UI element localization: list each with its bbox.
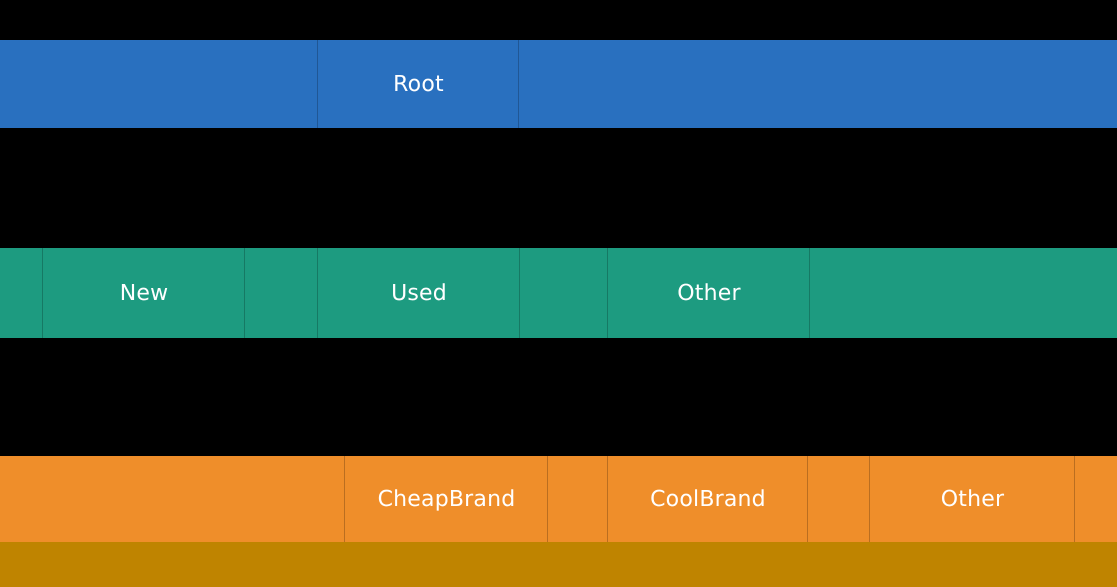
icicle-node-category-6[interactable] xyxy=(810,248,1117,338)
icicle-node-label: CheapBrand xyxy=(377,486,516,512)
icicle-node-label: Other xyxy=(940,486,1005,512)
icicle-node-other[interactable]: Other xyxy=(870,456,1075,542)
icicle-node-root[interactable]: Root xyxy=(318,40,519,128)
icicle-level-category: New Used Other xyxy=(0,248,1117,338)
icicle-node-category-4[interactable] xyxy=(520,248,608,338)
icicle-level-leaf xyxy=(0,542,1117,587)
icicle-node-brand-2[interactable] xyxy=(548,456,608,542)
icicle-node-used[interactable]: Used xyxy=(318,248,520,338)
icicle-node-label: CoolBrand xyxy=(650,486,766,512)
icicle-node-label: Used xyxy=(391,280,447,306)
icicle-node-label: Other xyxy=(677,280,741,306)
icicle-level-root: Root xyxy=(0,40,1117,128)
icicle-node-brand-6[interactable] xyxy=(1075,456,1117,542)
icicle-node-brand-0[interactable] xyxy=(0,456,345,542)
icicle-node-new[interactable]: New xyxy=(43,248,245,338)
icicle-node-leaf-0[interactable] xyxy=(0,542,1117,587)
icicle-node-cheapbrand[interactable]: CheapBrand xyxy=(345,456,548,542)
icicle-node-root-2[interactable] xyxy=(519,40,1117,128)
icicle-level-brand: CheapBrand CoolBrand Other xyxy=(0,456,1117,542)
icicle-node-other[interactable]: Other xyxy=(608,248,810,338)
icicle-node-category-2[interactable] xyxy=(245,248,318,338)
icicle-node-coolbrand[interactable]: CoolBrand xyxy=(608,456,808,542)
icicle-node-root-0[interactable] xyxy=(0,40,318,128)
icicle-node-category-0[interactable] xyxy=(0,248,43,338)
icicle-node-label: Root xyxy=(393,71,444,97)
icicle-node-brand-4[interactable] xyxy=(808,456,870,542)
icicle-node-label: New xyxy=(119,280,169,306)
